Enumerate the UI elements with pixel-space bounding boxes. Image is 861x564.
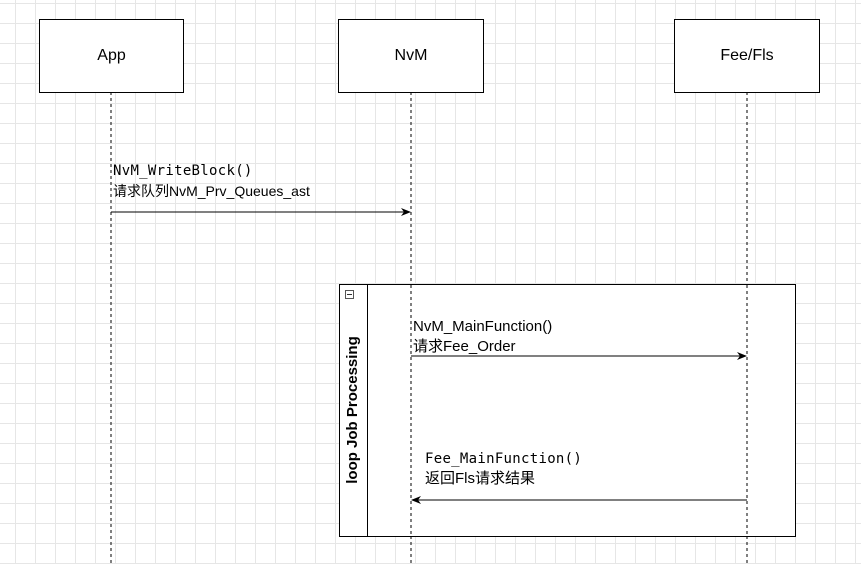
message-1-call: NvM_WriteBlock() [113,163,253,179]
collapse-toggle-icon[interactable] [345,290,354,299]
message-label-3: Fee_MainFunction() 返回Fls请求结果 [425,449,582,489]
participant-fee-fls[interactable]: Fee/Fls [674,19,820,93]
participant-nvm-label: NvM [394,47,428,64]
participant-app-label: App [97,47,126,64]
participant-app[interactable]: App [39,19,184,93]
message-label-1: NvM_WriteBlock() 请求队列NvM_Prv_Queues_ast [113,161,310,201]
message-label-2: NvM_MainFunction() 请求Fee_Order [413,317,552,357]
message-1-note: 请求队列NvM_Prv_Queues_ast [113,183,310,199]
message-3-call: Fee_MainFunction() [425,451,583,467]
participant-fee-label: Fee/Fls [720,47,774,64]
loop-title-divider [367,285,368,536]
loop-frame: loop Job Processing [339,284,796,537]
message-2-note: 请求Fee_Order [413,338,516,355]
loop-title: loop Job Processing [344,336,361,484]
message-3-note: 返回Fls请求结果 [425,470,535,487]
message-2-call: NvM_MainFunction() [413,318,553,335]
participant-nvm[interactable]: NvM [338,19,484,93]
